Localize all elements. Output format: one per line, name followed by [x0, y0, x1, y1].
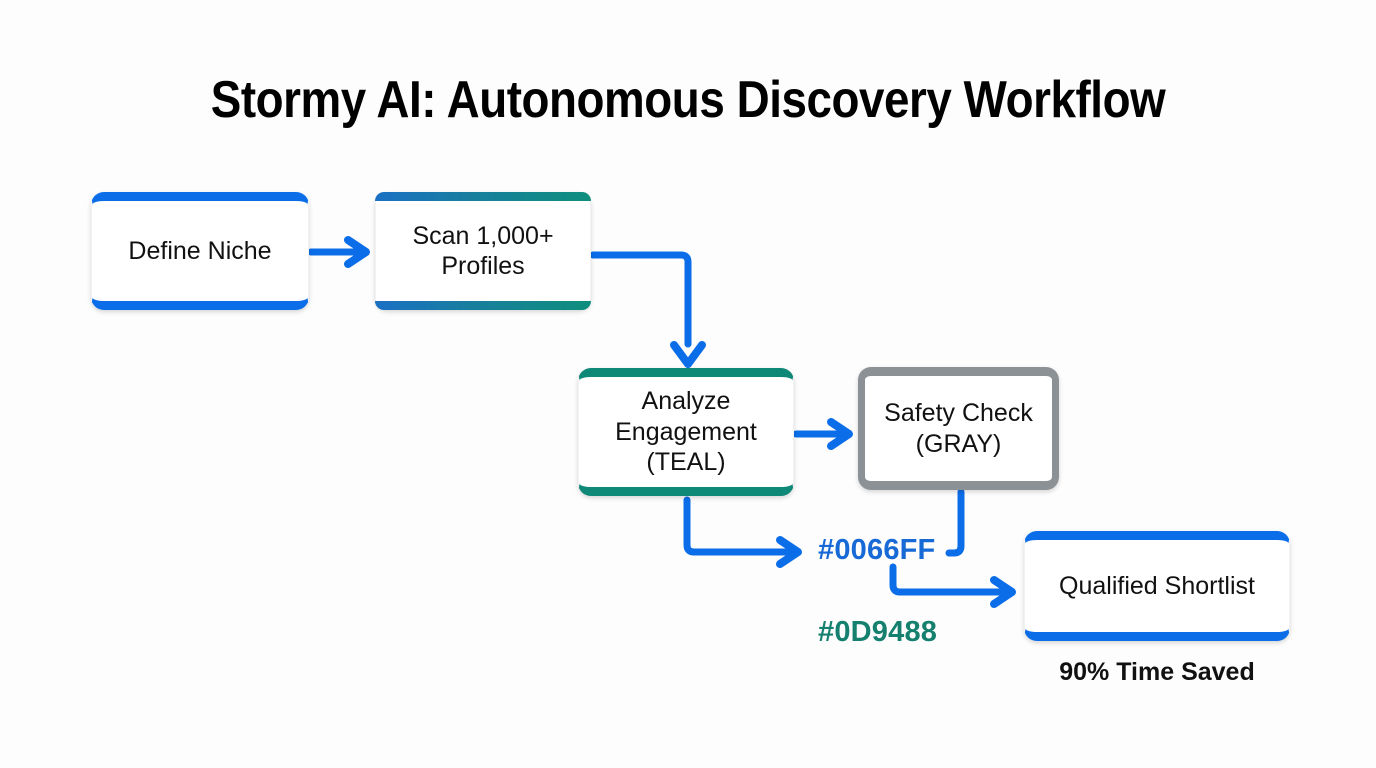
edge-analyze-to-blue-label-head: [776, 536, 802, 568]
node-analyze-engagement[interactable]: Analyze Engagement (TEAL): [578, 368, 794, 496]
node-safety-check[interactable]: Safety Check (GRAY): [858, 367, 1059, 490]
node-define-niche-label: Define Niche: [128, 236, 272, 265]
page-title: Stormy AI: Autonomous Discovery Workflow: [210, 71, 1166, 129]
edge-analyze-to-blue-label: [683, 496, 792, 556]
node-scan-line1: Scan 1,000+: [412, 221, 554, 250]
color-code-blue: #0066FF: [818, 534, 936, 566]
edge-scan-to-analyze: [589, 251, 692, 348]
node-safety-line2: (GRAY): [915, 429, 1002, 458]
node-define-niche[interactable]: Define Niche: [91, 192, 309, 310]
node-analyze-line3: (TEAL): [646, 448, 726, 477]
node-qualified-shortlist-label: Qualified Shortlist: [1059, 571, 1255, 600]
edge-to-shortlist-head: [990, 576, 1016, 608]
node-safety-check-label: Safety Check (GRAY): [876, 398, 1041, 459]
node-scan-profiles-label: Scan 1,000+ Profiles: [404, 221, 561, 282]
node-analyze-engagement-label: Analyze Engagement (TEAL): [607, 386, 765, 478]
color-code-teal: #0D9488: [818, 616, 938, 648]
node-analyze-line1: Analyze: [641, 387, 731, 416]
node-safety-line1: Safety Check: [884, 399, 1033, 427]
node-qualified-shortlist[interactable]: Qualified Shortlist: [1024, 531, 1290, 641]
edge-to-shortlist: [889, 563, 1006, 596]
node-scan-profiles[interactable]: Scan 1,000+ Profiles: [375, 192, 591, 310]
node-analyze-line2: Engagement: [615, 417, 757, 446]
edge-analyze-to-safety-head: [827, 418, 853, 450]
time-saved-caption: 90% Time Saved: [1059, 658, 1255, 686]
edge-scan-to-analyze-head: [670, 341, 706, 368]
node-scan-line2: Profiles: [441, 252, 525, 280]
edge-define-to-scan-head: [344, 236, 370, 268]
edge-safety-drop: [945, 488, 965, 557]
